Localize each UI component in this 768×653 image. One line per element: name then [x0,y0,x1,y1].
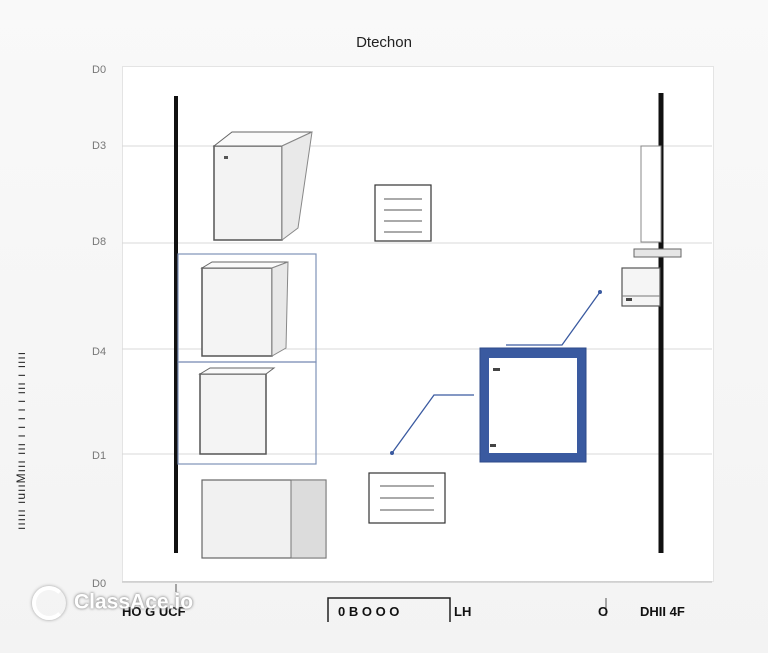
chart-title: Dtechon [356,34,412,51]
blue-frame-panel [479,347,587,463]
connector-node [598,290,602,294]
document-box-upper [374,184,432,242]
watermark-text: ClassAce.io [74,590,194,614]
y-tick-label: D8 [92,236,107,248]
bottom-left-card [201,479,327,559]
watermark: ClassAce.io [32,586,193,620]
y-tick-label: D0 [92,578,107,590]
document-box-lower [368,472,446,524]
y-tick-label: D3 [92,140,107,152]
y-tick-label: D1 [92,450,107,462]
right-small-tab [633,248,682,258]
box-3d-lower [198,367,276,455]
right-tall-panel [640,145,662,243]
x-label-3: O [598,604,609,619]
box-3d-top [212,131,313,241]
y-tick-label: D0 [92,64,107,76]
x-label-4: DHII 4F [640,604,685,619]
blue-panel-lower [177,361,317,465]
x-label-0: HO G UCF [122,604,186,619]
connector-node [390,451,394,455]
connector-upper [506,291,601,346]
connector-lower [391,394,474,454]
box-3d-middle [200,261,289,357]
y-tick-label: D4 [92,346,107,358]
watermark-logo-icon [32,586,66,620]
bracket-marker [327,597,451,622]
x-label-2: LH [454,604,472,619]
x-label-1: 0 B O O O [338,604,400,619]
